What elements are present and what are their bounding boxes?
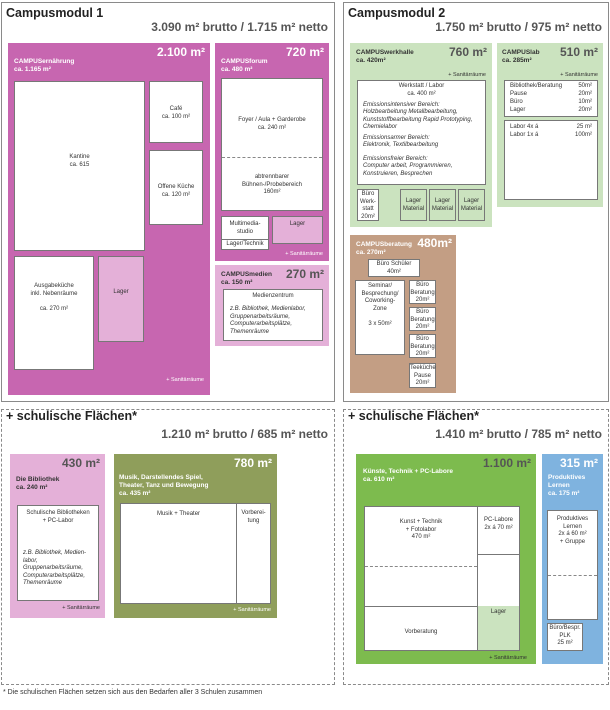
campusberatung-name: CAMPUSberatung (356, 241, 412, 248)
campusmodul-2-summary: 1.750 m² brutto / 975 m² netto (435, 20, 602, 34)
room-cafe: Café ca. 100 m² (149, 81, 203, 143)
kuenste-name: Künste, Technik + PC-Labore (363, 468, 453, 475)
campusforum-sanitaer: + Sanitärräume (285, 251, 323, 257)
musik-block: 780 m² Musik, Darstellendes Spiel, Theat… (114, 454, 277, 618)
room-teekueche: Teeküche Pause 20m² (409, 363, 436, 388)
produktives-lernen-sub: ca. 175 m² (548, 490, 580, 497)
bibliothek-name: Die Bibliothek (16, 476, 60, 483)
room-musik-theater: Musik + Theater Vorberei- tung (120, 503, 271, 604)
room-lager-material-2: Lager Material (429, 189, 456, 221)
campusmodul-1-frame (1, 2, 335, 402)
campusernaehrung-name: CAMPUSernährung (14, 58, 75, 65)
room-lager: Lager (98, 256, 144, 342)
campusmodul-1-summary: 3.090 m² brutto / 1.715 m² netto (151, 20, 328, 34)
campuswerkhalle-sanitaer: + Sanitärräume (448, 72, 486, 78)
room-buero-beratung-1: Büro Beratung 20m² (409, 280, 436, 304)
campusmedien-sub: ca. 150 m² (221, 279, 253, 286)
room-buero-beratung-3: Büro Beratung 20m² (409, 334, 436, 358)
produktives-lernen-area: 315 m² (559, 456, 598, 470)
campusmedien-area: 270 m² (285, 267, 324, 281)
musik-sub: ca. 435 m² (119, 490, 151, 497)
room-kuenste: Kunst + Technik + Fotolabor 470 m² PC-La… (364, 506, 520, 651)
campusmodul-2-title: Campusmodul 2 (348, 6, 446, 20)
school-1-summary: 1.210 m² brutto / 685 m² netto (161, 427, 328, 441)
room-forum-lager: Lager (272, 216, 323, 244)
musik-area: 780 m² (233, 456, 272, 470)
room-produktives-lernen: Produktives Lernen 2x á 60 m² + Gruppe (547, 510, 598, 620)
room-buero-beratung-2: Büro Beratung 20m² (409, 307, 436, 331)
room-lager-material-3: Lager Material (458, 189, 485, 221)
bibliothek-area: 430 m² (61, 456, 100, 470)
campuslab-name: CAMPUSlab (502, 49, 540, 56)
school-1-title: + schulische Flächen* (6, 409, 137, 423)
campusmedien-block: 270 m² CAMPUSmedien ca. 150 m² Medienzen… (215, 265, 329, 346)
room-buero-werkstatt: Büro Werk- statt 20m² (357, 189, 379, 221)
campusmedien-name: CAMPUSmedien (221, 271, 272, 278)
room-schulische-bibliotheken: Schulische Bibliotheken + PC-Labor z.B. … (17, 505, 99, 601)
bibliothek-block: 430 m² Die Bibliothek ca. 240 m² Schulis… (10, 454, 105, 618)
campusberatung-area: 480m² (417, 236, 452, 250)
room-medienzentrum: Medienzentrum z.B. Bibliothek, Medienlab… (223, 289, 323, 341)
school-2-title: + schulische Flächen* (348, 409, 479, 423)
campusernaehrung-sub: ca. 1.165 m² (14, 66, 51, 73)
produktives-lernen-block: 315 m² Produktives Lernen ca. 175 m² Pro… (542, 454, 603, 664)
room-werkstatt-labor: Werkstatt / Labor ca. 400 m² Emissionsin… (357, 80, 486, 185)
campuslab-sub: ca. 285m² (502, 57, 532, 64)
room-buero-schueler: Büro Schüler 40m² (368, 259, 420, 277)
room-buero-plk: Büro/Bespr. PLK 25 m² (547, 623, 583, 651)
room-lager-material-1: Lager Material (400, 189, 427, 221)
footnote: * Die schulischen Flächen setzen sich au… (3, 689, 263, 696)
kuenste-area: 1.100 m² (482, 456, 531, 470)
campusmodul-1-title: Campusmodul 1 (6, 6, 104, 20)
room-multimediastudio: Multimedia- studio Lager/Technik (221, 216, 269, 250)
campuswerkhalle-block: 760 m² CAMPUSwerkhalle ca. 420m² + Sanit… (350, 43, 492, 227)
room-offene-kueche: Offene Küche ca. 120 m² (149, 150, 203, 225)
school-1-frame (1, 409, 335, 685)
kuenste-sub: ca. 610 m² (363, 476, 395, 483)
campusforum-name: CAMPUSforum (221, 58, 268, 65)
room-seminar: Seminar/ Besprechung/ Coworking- Zone 3 … (355, 280, 405, 355)
campusberatung-block: 480m² CAMPUSberatung ca. 270m² Büro Schü… (350, 235, 456, 393)
campuswerkhalle-area: 760 m² (448, 45, 487, 59)
campusforum-area: 720 m² (285, 45, 324, 59)
room-ausgabekueche: Ausgabeküche inkl. Nebenräume ca. 270 m² (14, 256, 94, 370)
campusmodul-2-frame (343, 2, 609, 402)
school-2-summary: 1.410 m² brutto / 785 m² netto (435, 427, 602, 441)
bibliothek-sanitaer: + Sanitärräume (62, 605, 100, 611)
campuslab-block: 510 m² CAMPUSlab ca. 285m² + Sanitärräum… (497, 43, 603, 207)
campusernaehrung-area: 2.100 m² (156, 45, 205, 59)
musik-sanitaer: + Sanitärräume (233, 607, 271, 613)
bibliothek-sub: ca. 240 m² (16, 484, 48, 491)
campusernaehrung-block: 2.100 m² CAMPUSernährung ca. 1.165 m² Ka… (8, 43, 210, 395)
campuslab-sanitaer: + Sanitärräume (560, 72, 598, 78)
campusernaehrung-sanitaer: + Sanitärräume (166, 377, 204, 383)
room-kantine: Kantine ca. 615 (14, 81, 145, 251)
kuenste-block: 1.100 m² Künste, Technik + PC-Labore ca.… (356, 454, 536, 664)
school-2-frame (343, 409, 609, 685)
campuswerkhalle-name: CAMPUSwerkhalle (356, 49, 414, 56)
campuswerkhalle-sub: ca. 420m² (356, 57, 386, 64)
room-foyer-buehne: Foyer / Aula + Garderobe ca. 240 m² abtr… (221, 78, 323, 211)
campusberatung-sub: ca. 270m² (356, 249, 386, 256)
campuslab-area: 510 m² (559, 45, 598, 59)
campusforum-sub: ca. 480 m² (221, 66, 253, 73)
campusforum-block: 720 m² CAMPUSforum ca. 480 m² Foyer / Au… (215, 43, 329, 261)
musik-name: Musik, Darstellendes Spiel, Theater, Tan… (119, 474, 209, 489)
kuenste-sanitaer: + Sanitärräume (489, 655, 527, 661)
produktives-lernen-name: Produktives Lernen (548, 474, 586, 489)
